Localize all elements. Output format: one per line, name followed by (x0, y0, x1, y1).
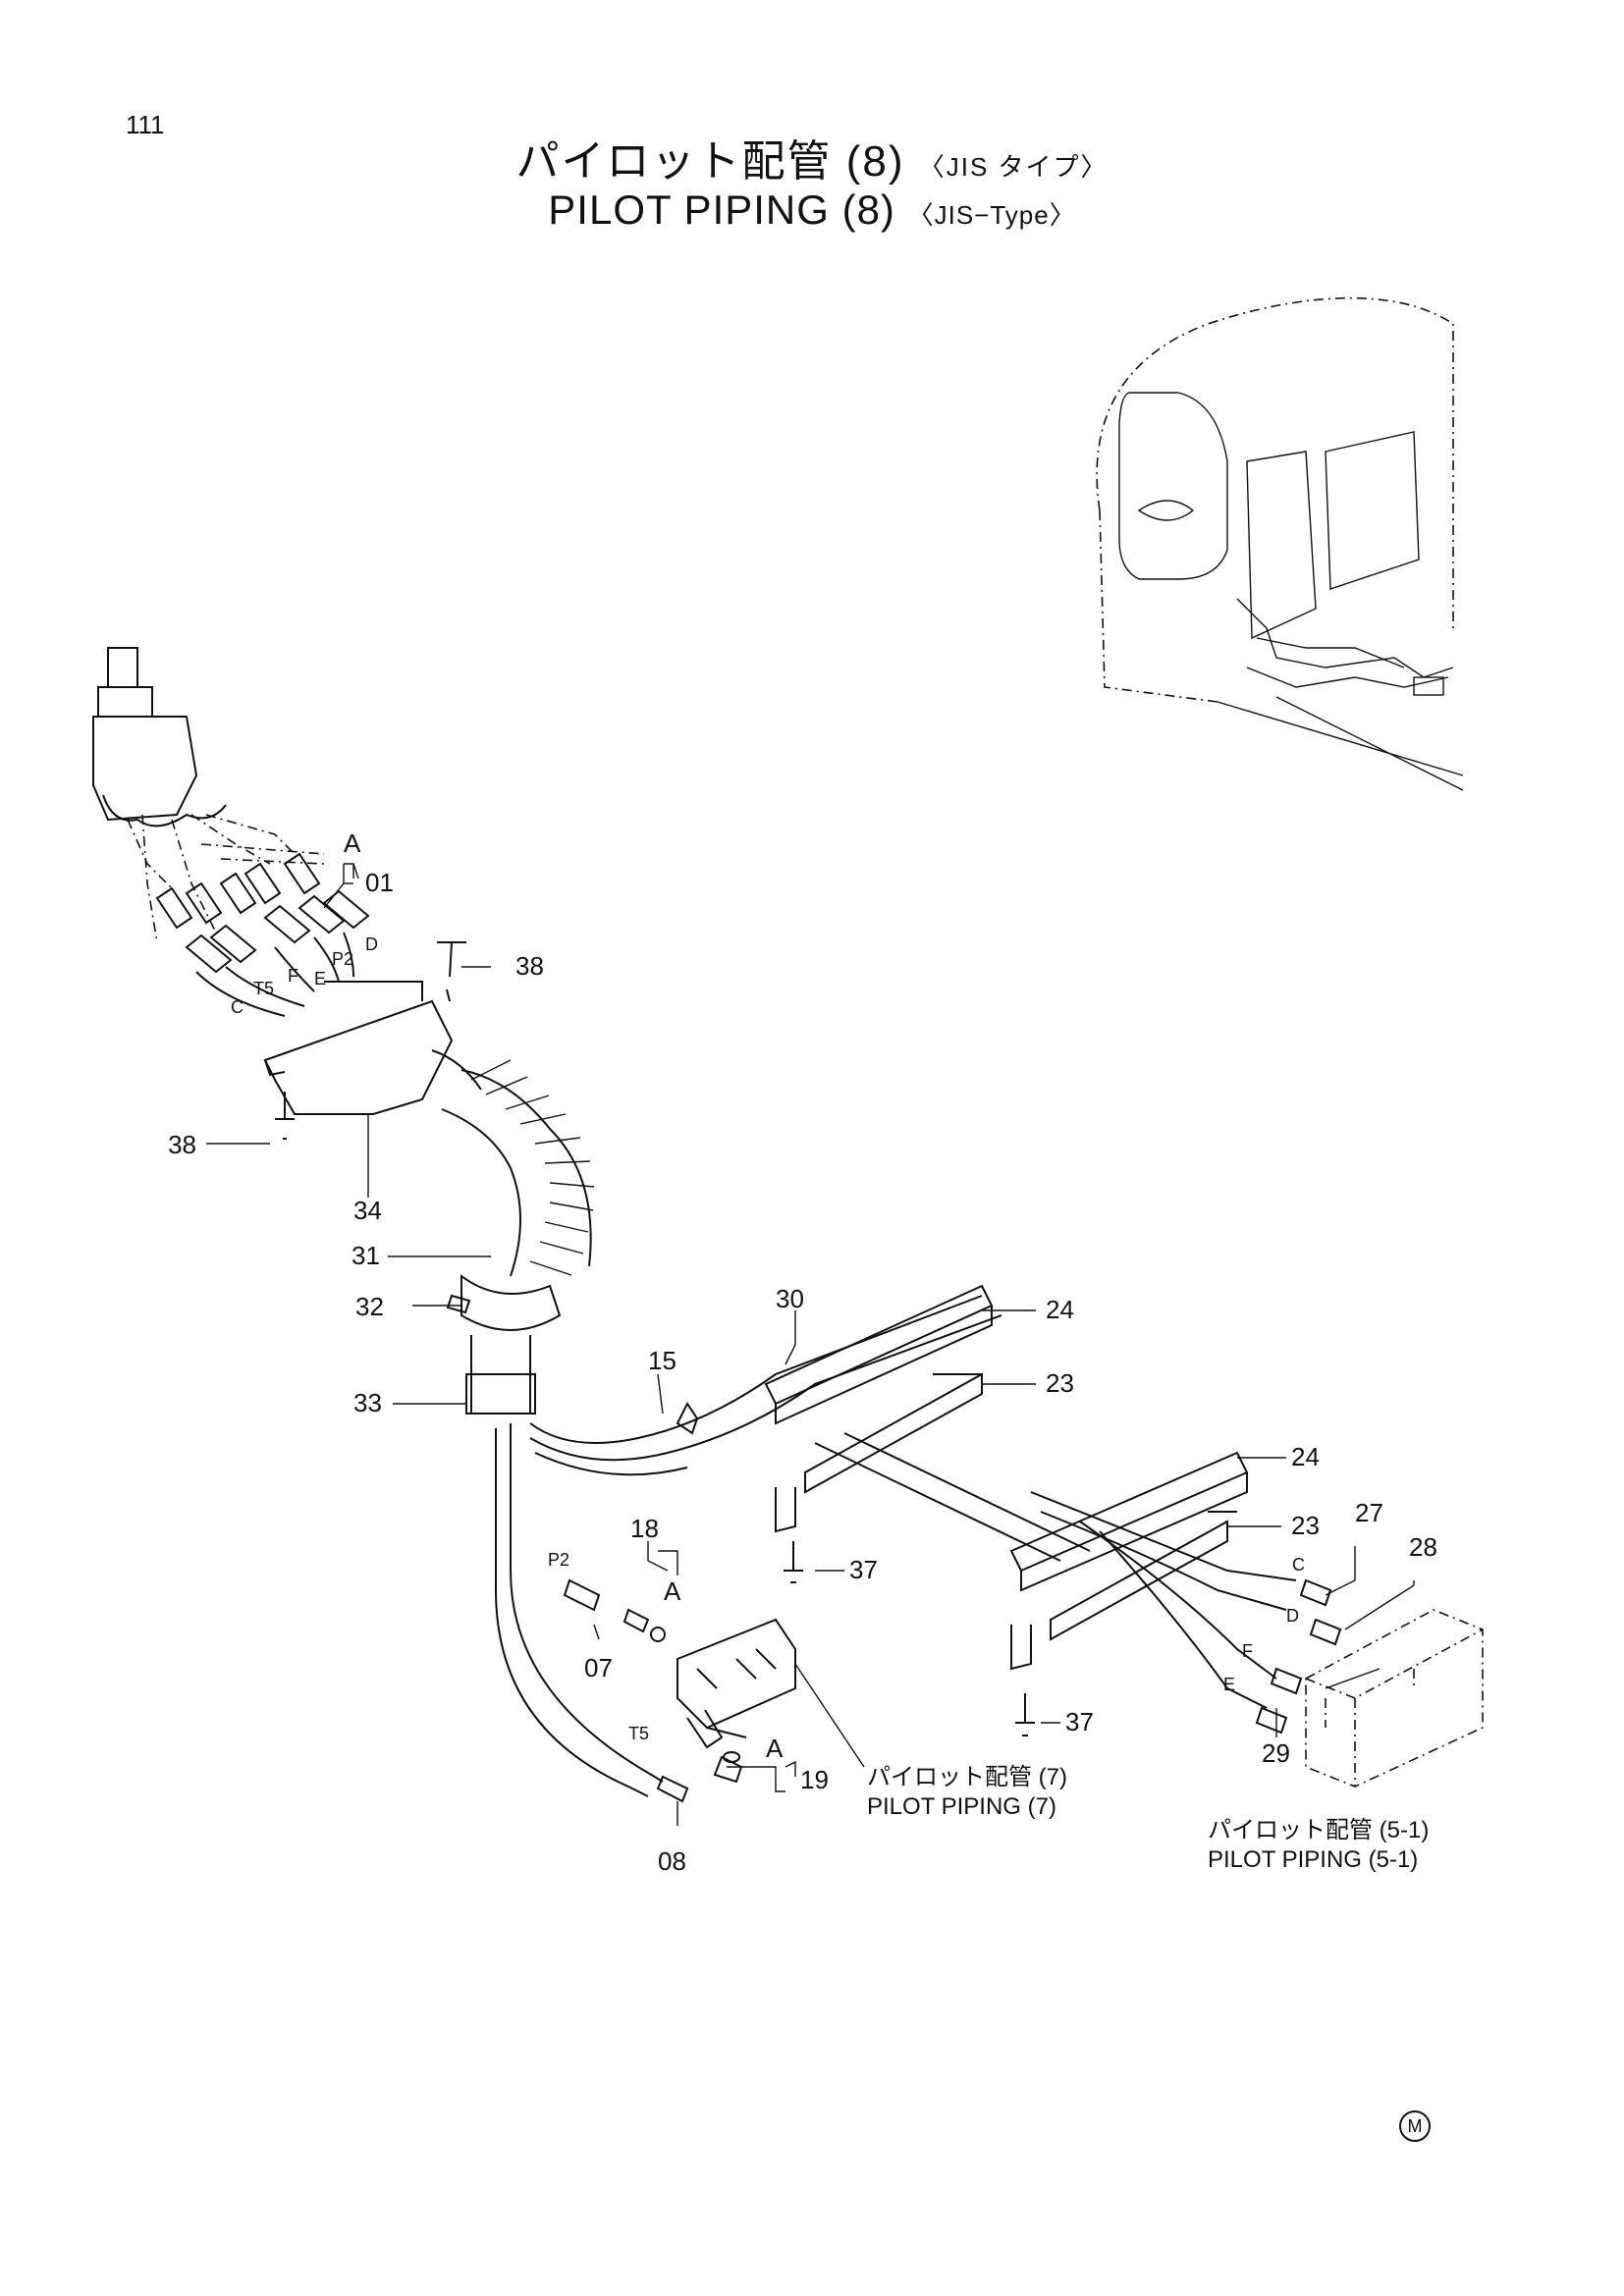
port-label-f-top: F (288, 966, 298, 986)
port-label-e-top: E (314, 969, 326, 988)
port-label-p2-low: P2 (548, 1550, 569, 1570)
rails-and-frame (764, 1284, 1249, 1671)
title-jp-suffix: 〈JIS タイプ〉 (918, 152, 1109, 182)
part-label-27: 27 (1355, 1498, 1383, 1527)
pipes-30 (495, 1295, 1297, 1797)
part-label-18: 18 (630, 1514, 659, 1543)
pilot-valve-drawing (92, 647, 325, 943)
cab-inset-drawing (1096, 296, 1464, 791)
part-label-29: 29 (1262, 1738, 1290, 1768)
part-label-37-right: 37 (1065, 1707, 1094, 1736)
part-label-01: 01 (365, 868, 394, 897)
part-label-24-right: 24 (1291, 1442, 1320, 1471)
port-label-a-top: A (344, 828, 361, 858)
part-label-38-top: 38 (515, 951, 544, 981)
title-en-suffix: 〈JIS−Type〉 (907, 200, 1076, 230)
block-5-1-drawing (1305, 1609, 1484, 1788)
circled-m-mark: M (1399, 2110, 1431, 2142)
leader-lines (206, 863, 1415, 1826)
reference-pilot-piping-7-jp: パイロット配管 (7) (867, 1764, 1067, 1790)
reference-pilot-piping-5-1-jp: パイロット配管 (5-1) (1208, 1817, 1430, 1843)
part-label-30: 30 (776, 1284, 804, 1313)
fittings (275, 941, 1342, 1803)
port-label-p2-top: P2 (332, 949, 353, 969)
port-label-a-mid: A (664, 1576, 681, 1606)
valve-block-drawing (677, 1618, 796, 1763)
part-label-19: 19 (800, 1765, 829, 1794)
part-label-08: 08 (658, 1846, 686, 1876)
part-label-37-mid: 37 (849, 1555, 878, 1584)
part-label-31: 31 (352, 1241, 380, 1270)
part-label-34: 34 (353, 1196, 382, 1225)
title-en-main: PILOT PIPING (8) (548, 187, 895, 233)
port-label-d-top: D (365, 934, 378, 954)
part-label-23-right: 23 (1291, 1511, 1320, 1540)
title-japanese: パイロット配管 (8) 〈JIS タイプ〉 (0, 126, 1624, 188)
title-english: PILOT PIPING (8) 〈JIS−Type〉 (0, 187, 1624, 234)
part-label-23-top: 23 (1046, 1368, 1074, 1398)
port-label-e-right: E (1223, 1675, 1235, 1694)
port-label-t5-top: T5 (253, 979, 274, 998)
bracket-and-hose (263, 981, 595, 1415)
part-label-38-left: 38 (168, 1130, 196, 1159)
part-label-32: 32 (355, 1292, 384, 1321)
reference-pilot-piping-7-en: PILOT PIPING (7) (867, 1793, 1056, 1820)
part-label-15: 15 (648, 1346, 677, 1375)
title-jp-main: パイロット配管 (8) (515, 137, 905, 186)
part-label-33: 33 (353, 1388, 382, 1417)
port-label-c-right: C (1292, 1555, 1305, 1575)
part-label-07: 07 (584, 1653, 613, 1682)
port-label-t5-low: T5 (628, 1724, 649, 1743)
part-label-28: 28 (1409, 1532, 1437, 1562)
page-number: 111 (126, 110, 165, 139)
part-label-24-top: 24 (1046, 1295, 1074, 1324)
reference-pilot-piping-5-1-en: PILOT PIPING (5-1) (1208, 1846, 1419, 1873)
port-label-a-low: A (766, 1734, 784, 1763)
port-label-f-right: F (1242, 1641, 1253, 1661)
port-label-c-top: C (231, 997, 244, 1017)
port-label-d-right: D (1286, 1606, 1299, 1626)
